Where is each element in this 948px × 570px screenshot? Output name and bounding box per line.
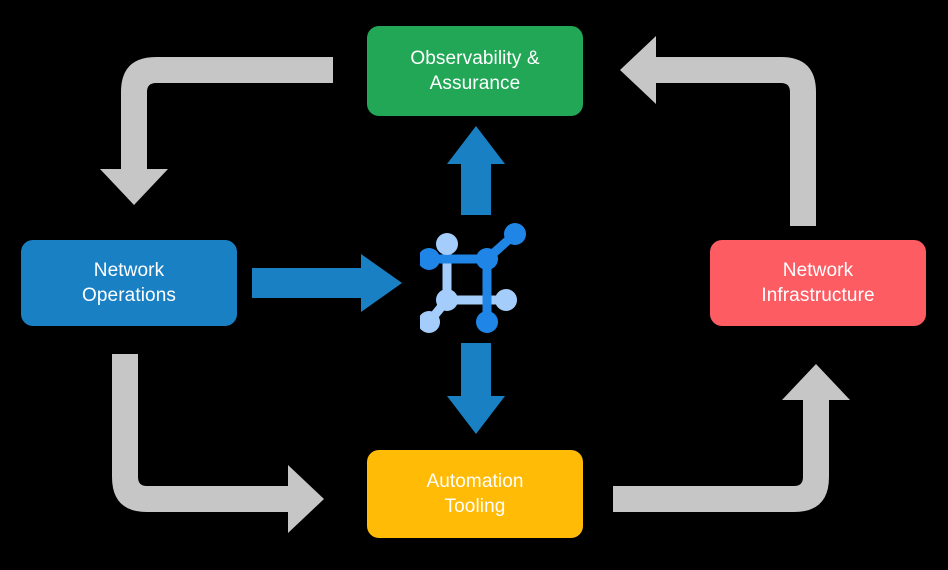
network-topology-icon xyxy=(420,223,526,333)
arrow-center-to-automation xyxy=(447,343,505,434)
arrow-automation-to-infrastructure xyxy=(613,364,850,512)
node-network-operations[interactable]: Network Operations xyxy=(21,240,237,326)
arrow-infrastructure-to-observability xyxy=(620,36,816,226)
node-network-infrastructure[interactable]: Network Infrastructure xyxy=(710,240,926,326)
node-automation-tooling[interactable]: Automation Tooling xyxy=(367,450,583,538)
node-label-network-infrastructure: Network Infrastructure xyxy=(761,259,875,306)
node-label-observability: Observability & Assurance xyxy=(410,47,540,94)
arrow-observability-to-operations xyxy=(100,57,333,205)
arrow-operations-to-center xyxy=(252,254,402,312)
arrow-center-to-observability xyxy=(447,126,505,215)
node-observability-and-assurance[interactable]: Observability & Assurance xyxy=(367,26,583,116)
node-label-automation-tooling: Automation Tooling xyxy=(426,470,524,517)
arrow-operations-to-automation xyxy=(112,354,324,533)
network-icon-light-nodes xyxy=(420,233,517,333)
network-icon-dark-nodes xyxy=(420,223,526,333)
node-label-network-operations: Network Operations xyxy=(82,259,176,306)
